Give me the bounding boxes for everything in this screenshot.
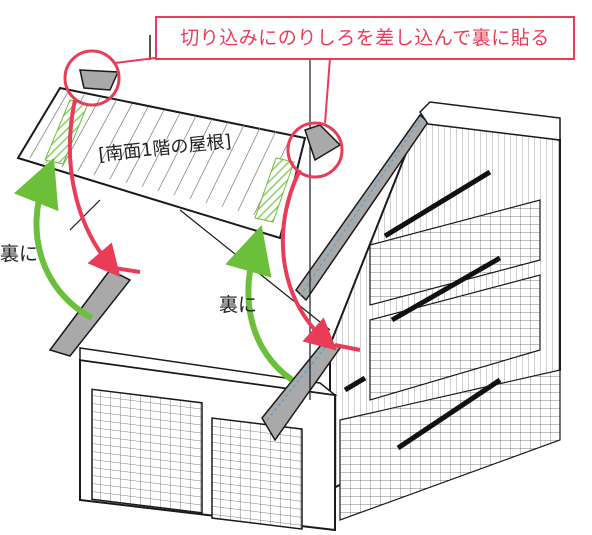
side-wall-upper	[369, 199, 541, 306]
insert-arrow-right	[280, 169, 337, 351]
lattice-window-left	[91, 388, 203, 514]
window-slit	[396, 377, 502, 451]
roof-piece	[16, 69, 342, 240]
fold-back-label-right: 裏に	[219, 294, 258, 316]
slot-tab-right	[304, 124, 342, 162]
window-slit	[343, 375, 367, 393]
house-model	[48, 35, 561, 532]
slot-tab-left	[79, 69, 120, 91]
slot-mark-right	[334, 343, 361, 352]
glue-flap-right	[254, 157, 295, 223]
instruction-callout: 切り込みにのりしろを差し込んで裏に貼る	[155, 16, 575, 60]
ridge-cap	[419, 101, 561, 141]
callout-leader-left	[114, 57, 156, 64]
lattice-window-right	[211, 417, 303, 530]
window-slit	[390, 255, 502, 323]
highlight-circle-left	[63, 49, 121, 107]
front-floor-band	[79, 347, 338, 397]
insert-arrow-left	[67, 99, 121, 278]
dashed-glue-line	[266, 343, 329, 421]
highlight-circle-right	[286, 121, 344, 179]
window-slit	[383, 169, 492, 239]
side-wall-lower	[369, 274, 541, 401]
guide-line	[69, 199, 101, 231]
fold-back-label-left: 裏に	[0, 243, 39, 265]
slot-mark-left	[113, 266, 141, 274]
fold-arrow-right	[225, 224, 294, 383]
lower-left-roof-tab	[48, 269, 132, 357]
fold-arrow-left	[13, 157, 94, 321]
roof-panel	[16, 86, 307, 240]
callout-leader-right	[324, 57, 331, 124]
